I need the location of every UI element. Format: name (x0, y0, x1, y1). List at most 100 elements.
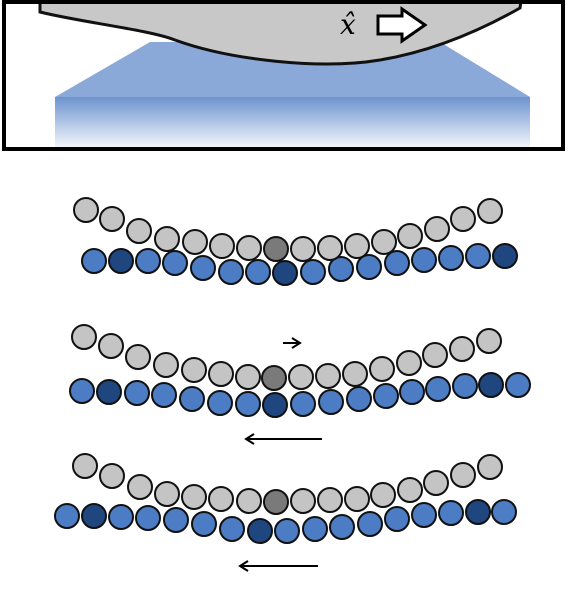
tip-atom (344, 486, 370, 512)
tip-atom (181, 484, 207, 510)
tip-atom (153, 352, 179, 378)
right-arrow-icon (283, 337, 302, 349)
tip-atom (99, 463, 125, 489)
tip-atom (315, 363, 341, 389)
substrate-atom (162, 250, 188, 276)
tip-atom (181, 357, 207, 383)
substrate-top-face (55, 42, 530, 97)
tip-atom-marked (261, 365, 287, 391)
tip-atom (370, 482, 396, 508)
substrate-atom (452, 373, 478, 399)
substrate-atom (245, 259, 271, 285)
tip-atom (477, 454, 503, 480)
substrate-atom (505, 372, 531, 398)
substrate-atom-marked (262, 392, 288, 418)
substrate-front-face (55, 97, 530, 149)
tip-atom (371, 229, 397, 255)
tip-atom (342, 361, 368, 387)
substrate-atom (346, 386, 372, 412)
tip-atom (127, 474, 153, 500)
tip-atom (99, 206, 125, 232)
direction-label: x̂ (340, 8, 356, 41)
tip-atom (208, 486, 234, 512)
tip-atom (236, 488, 262, 514)
substrate-atom (465, 243, 491, 269)
substrate-atom (108, 504, 134, 530)
left-arrow-icon (244, 433, 322, 445)
tip-atom (72, 453, 98, 479)
substrate-atom-marked (492, 243, 518, 269)
substrate-atom (329, 514, 355, 540)
tip-atom (288, 364, 314, 390)
tip-atom-marked (263, 236, 289, 262)
tip-atom (423, 470, 449, 496)
substrate-atom (135, 505, 161, 531)
substrate-atom (207, 390, 233, 416)
tip-atom (422, 342, 448, 368)
substrate-atom-marked (465, 499, 491, 525)
substrate-atom (328, 256, 354, 282)
substrate-atom (135, 248, 161, 274)
tip-atom (154, 481, 180, 507)
substrate-atom (318, 389, 344, 415)
tip-atom (344, 233, 370, 259)
substrate-atom (300, 259, 326, 285)
substrate-atom (191, 511, 217, 537)
substrate-atom (235, 391, 261, 417)
contact-schematic: x̂ (38, 2, 530, 149)
tip-atom (126, 218, 152, 244)
substrate-atom (218, 259, 244, 285)
tip-atom (73, 197, 99, 223)
tip-atom (424, 216, 450, 242)
tip-atom (396, 350, 422, 376)
substrate-atom (151, 382, 177, 408)
substrate-atom (491, 499, 517, 525)
substrate-atom (179, 386, 205, 412)
tip-atom (125, 344, 151, 370)
tip-atom (235, 364, 261, 390)
substrate-atom (69, 378, 95, 404)
substrate-atom (219, 516, 245, 542)
substrate-atom-marked (272, 260, 298, 286)
substrate-atom (190, 255, 216, 281)
tip-atom (449, 336, 475, 362)
tip-atom (397, 477, 423, 503)
substrate-atom (54, 503, 80, 529)
tip-atom (290, 488, 316, 514)
substrate-atom (384, 506, 410, 532)
tip-atom (477, 198, 503, 224)
tip-atom (290, 236, 316, 262)
substrate-atom (302, 516, 328, 542)
substrate-atom (399, 379, 425, 405)
left-arrow-icon (238, 560, 318, 572)
tip-atom (236, 235, 262, 261)
substrate-atom-marked (247, 518, 273, 544)
panel-1 (73, 197, 518, 286)
substrate-atom (411, 502, 437, 528)
tip-atom (317, 487, 343, 513)
tip-atom-marked (263, 489, 289, 515)
tip-atom (317, 235, 343, 261)
tip-atom (397, 223, 423, 249)
substrate-atom (384, 250, 410, 276)
tip-atom (71, 324, 97, 350)
substrate-atom (163, 507, 189, 533)
tip-atom (476, 328, 502, 354)
panel-3 (54, 453, 517, 572)
tip-atom (98, 333, 124, 359)
substrate-atom (438, 245, 464, 271)
tip-atom (209, 233, 235, 259)
substrate-atom (411, 247, 437, 273)
substrate-atom (357, 511, 383, 537)
schematic-frame (2, 0, 565, 151)
tip-atom (369, 356, 395, 382)
substrate-atom (373, 383, 399, 409)
panel-2 (69, 324, 531, 445)
substrate-atom-marked (478, 372, 504, 398)
substrate-atom (274, 518, 300, 544)
substrate-atom (438, 500, 464, 526)
tip-atom (182, 229, 208, 255)
tip-atom (208, 361, 234, 387)
substrate-atom (290, 391, 316, 417)
